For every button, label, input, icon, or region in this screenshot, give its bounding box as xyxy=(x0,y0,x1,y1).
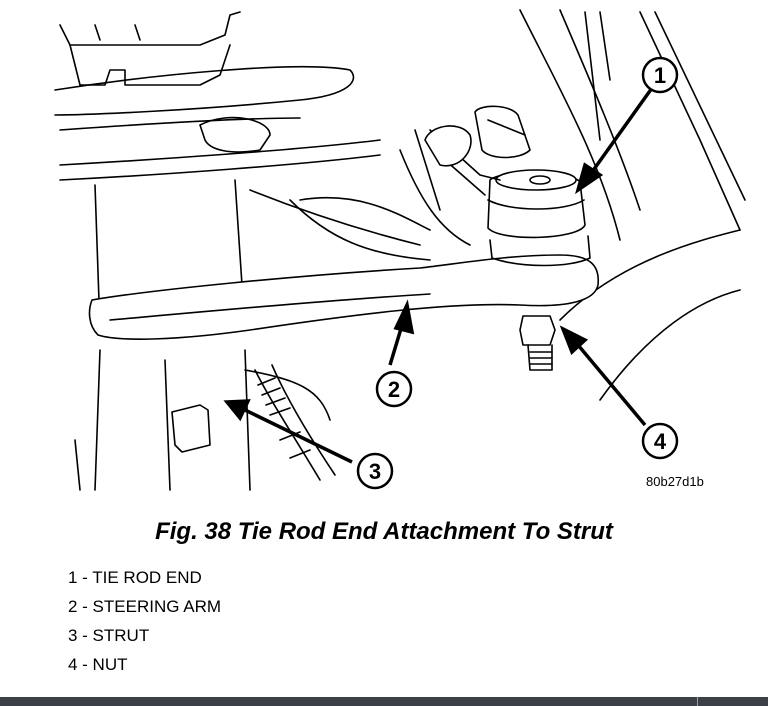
legend-item-nut: 4 - NUT xyxy=(68,655,128,674)
callout-1: 1 xyxy=(641,56,679,94)
figure-code: 80b27d1b xyxy=(646,474,704,489)
svg-text:4: 4 xyxy=(654,429,667,454)
svg-text:3: 3 xyxy=(369,459,381,484)
legend-item-steering-arm: 2 - STEERING ARM xyxy=(68,597,222,616)
legend-list: 1 - TIE ROD END 2 - STEERING ARM 3 - STR… xyxy=(68,563,221,679)
toolbar-divider xyxy=(697,697,698,706)
legend-item-tie-rod-end: 1 - TIE ROD END xyxy=(68,568,202,587)
callout-4: 4 xyxy=(641,422,679,460)
callout-2: 2 xyxy=(375,370,413,408)
bottom-toolbar xyxy=(0,697,768,706)
svg-text:2: 2 xyxy=(388,377,400,402)
technical-illustration: 1 2 3 4 80b27d1b xyxy=(54,9,746,491)
figure-caption: Fig. 38 Tie Rod End Attachment To Strut xyxy=(155,518,613,545)
callout-arrows xyxy=(223,86,654,464)
callout-3: 3 xyxy=(356,452,394,490)
legend-item-strut: 3 - STRUT xyxy=(68,626,150,645)
svg-text:1: 1 xyxy=(654,63,666,88)
